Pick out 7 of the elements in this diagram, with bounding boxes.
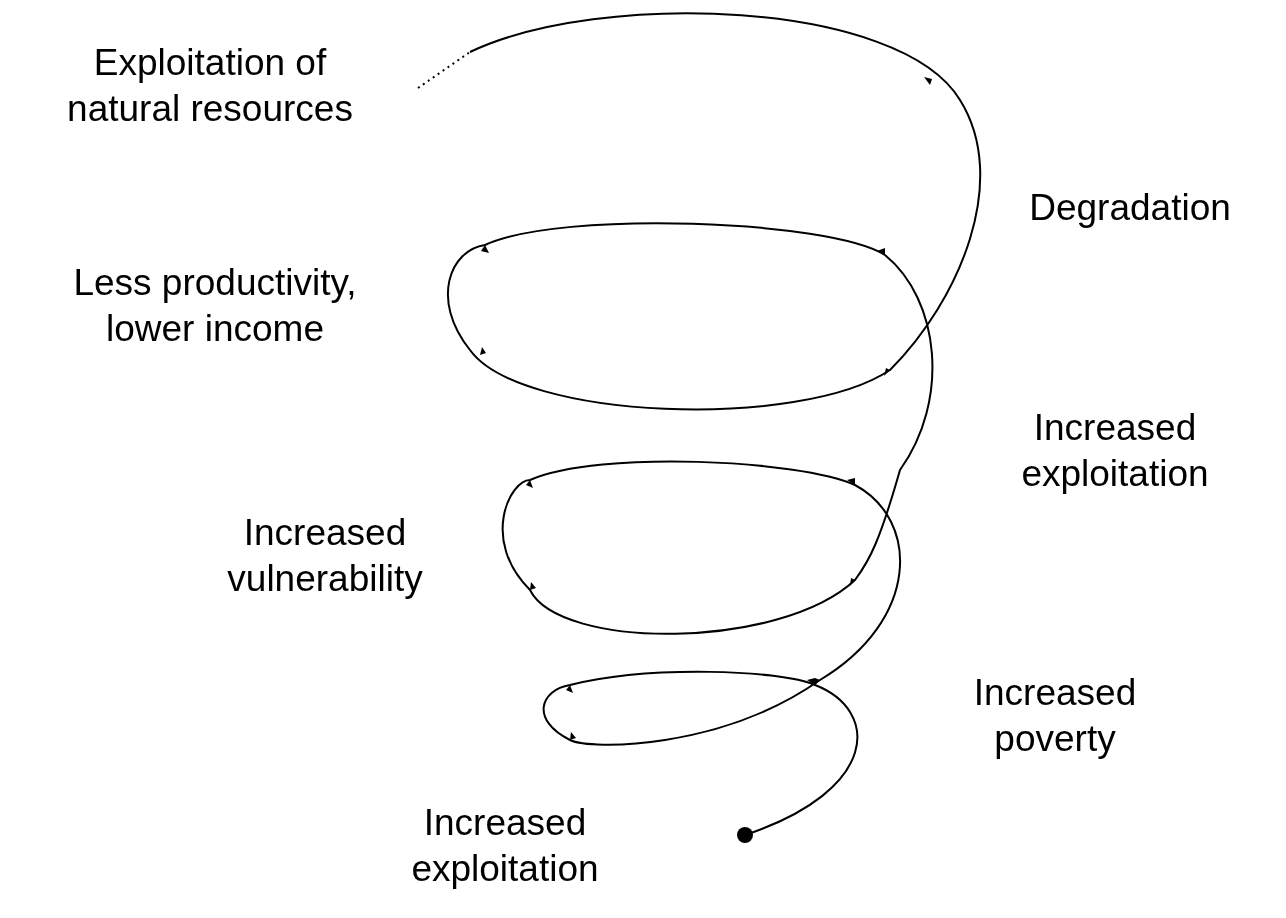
spiral-label: Exploitation of natural resources — [66, 41, 354, 131]
spiral-label: Increased exploitation — [410, 801, 600, 891]
spiral-label: Increased exploitation — [1020, 406, 1210, 496]
spiral-label: Increased vulnerability — [226, 511, 424, 601]
spiral-label: Increased poverty — [972, 671, 1138, 761]
spiral-label: Degradation — [1028, 186, 1232, 230]
spiral-label: Less productivity, lower income — [72, 261, 358, 351]
